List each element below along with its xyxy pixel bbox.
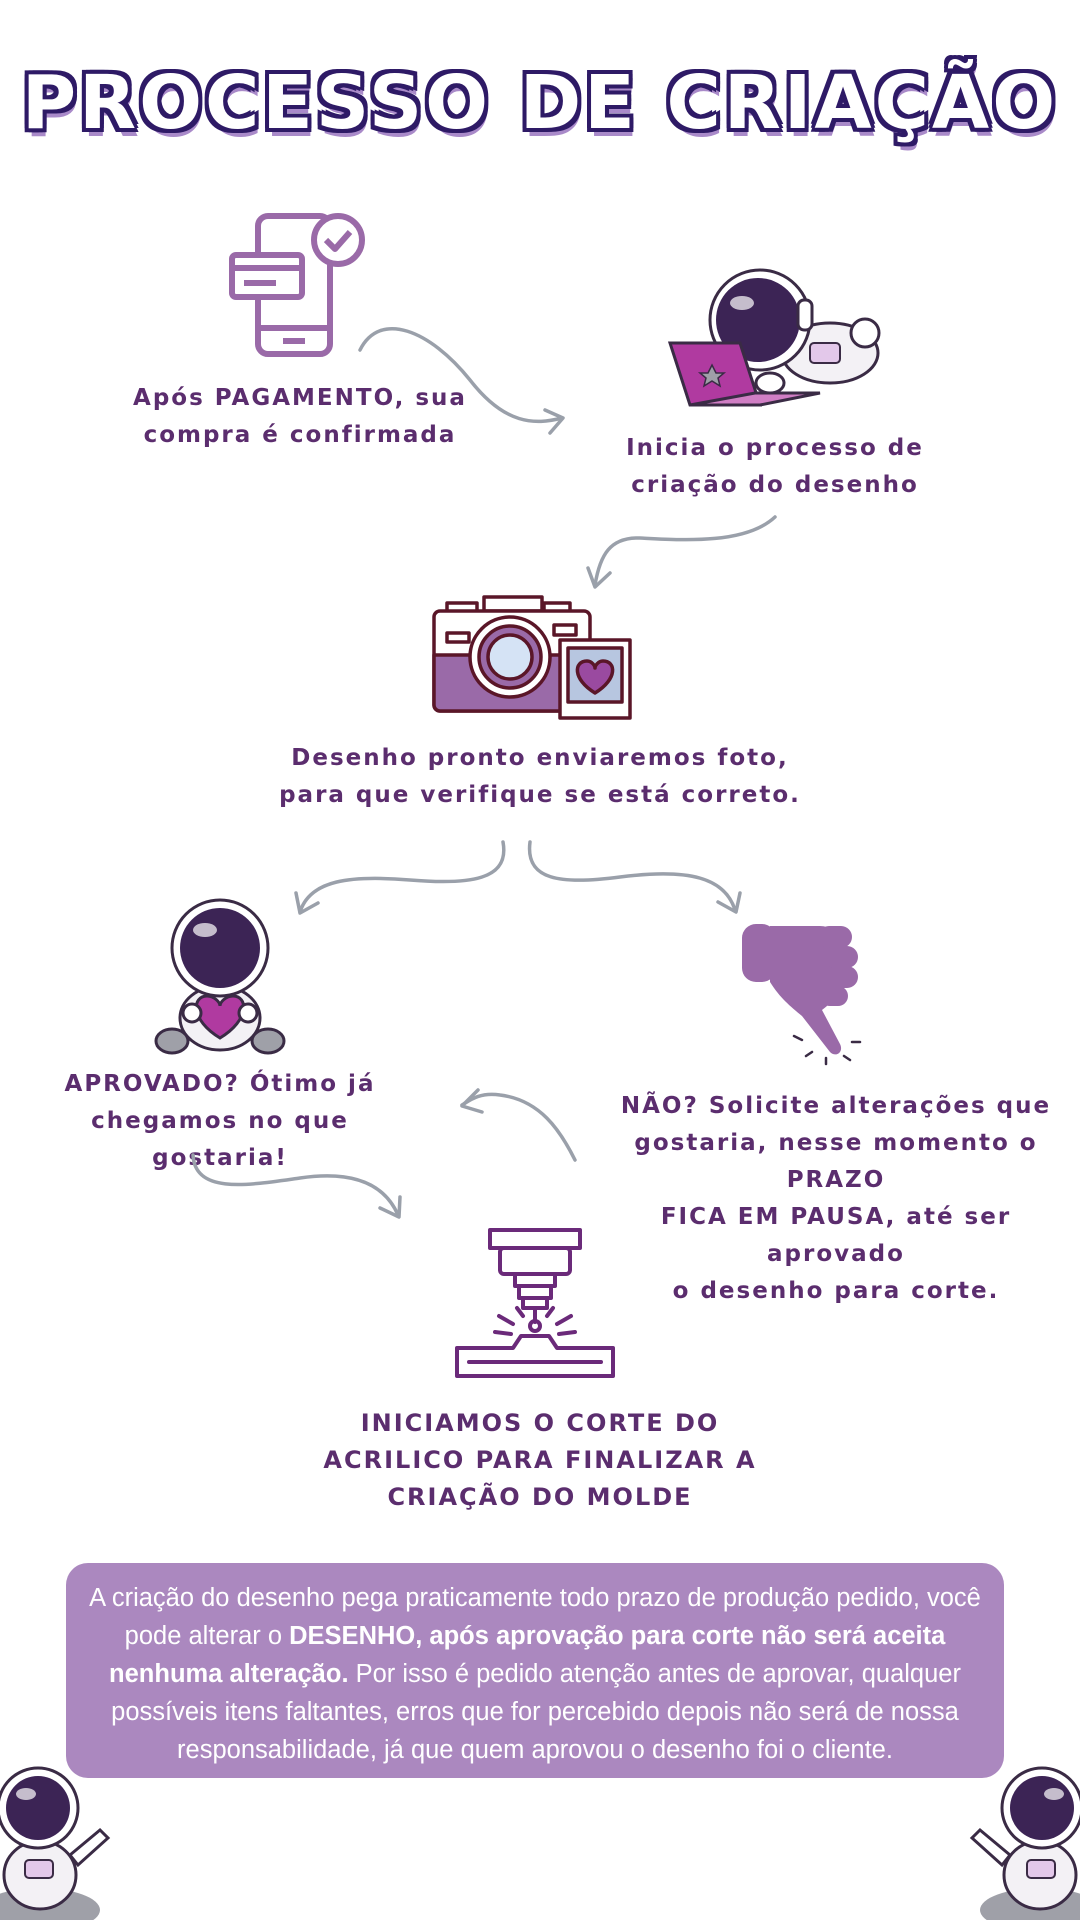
note-text: Por isso é pedido atenção antes de aprov… [111, 1660, 961, 1764]
step-rejected-line: o desenho para corte. [672, 1278, 1000, 1304]
step-payment-line: compra é confirmada [143, 422, 457, 448]
step-rejected-line: FICA EM PAUSA, até ser aprovado [660, 1204, 1012, 1267]
note-text: A criação do desenho pega praticamente t… [89, 1584, 981, 1650]
step-payment-line: Após PAGAMENTO, sua [133, 385, 467, 411]
step-photo-line: para que verifique se está correto. [279, 782, 801, 808]
thumbs-down-icon [742, 924, 862, 1066]
camera-photo-heart-icon [432, 595, 632, 720]
step-start-line: Inicia o processo de [626, 435, 924, 461]
step-start-line: criação do desenho [631, 472, 919, 498]
step-cut-line: CRIAÇÃO DO MOLDE [387, 1483, 693, 1511]
astronaut-heart-icon [154, 898, 286, 1055]
step-payment-text: Após PAGAMENTO, sua compra é confirmada [120, 380, 480, 454]
astronaut-laptop-icon [667, 268, 881, 407]
step-approved-line: chegamos no que gostaria! [91, 1108, 349, 1171]
step-photo-line: Desenho pronto enviaremos foto, [291, 745, 789, 771]
step-rejected-line: gostaria, nesse momento o PRAZO [634, 1130, 1038, 1193]
step-start-text: Inicia o processo de criação do desenho [600, 430, 950, 504]
step-rejected-line: NÃO? Solicite alterações que [620, 1093, 1052, 1119]
step-cut-text: INICIAMOS O CORTE DO ACRILICO PARA FINAL… [290, 1405, 790, 1516]
disclaimer-note: A criação do desenho pega praticamente t… [66, 1563, 1004, 1778]
cnc-machine-icon [455, 1228, 615, 1378]
step-approved-line: APROVADO? Ótimo já [64, 1071, 376, 1097]
phone-card-check-icon [229, 213, 365, 357]
step-approved-text: APROVADO? Ótimo já chegamos no que gosta… [35, 1066, 405, 1177]
page-title: PROCESSO DE CRIAÇÃO [21, 60, 1059, 146]
step-cut-line: ACRILICO PARA FINALIZAR A [323, 1446, 757, 1474]
step-cut-line: INICIAMOS O CORTE DO [360, 1409, 720, 1437]
step-photo-text: Desenho pronto enviaremos foto, para que… [230, 740, 850, 814]
astronaut-pointing-icon [0, 1766, 111, 1920]
astronaut-pointing-icon [969, 1766, 1080, 1920]
step-rejected-text: NÃO? Solicite alterações que gostaria, n… [596, 1088, 1076, 1310]
note-bold-text: DESENHO, após aprovação para corte não s… [109, 1622, 946, 1688]
